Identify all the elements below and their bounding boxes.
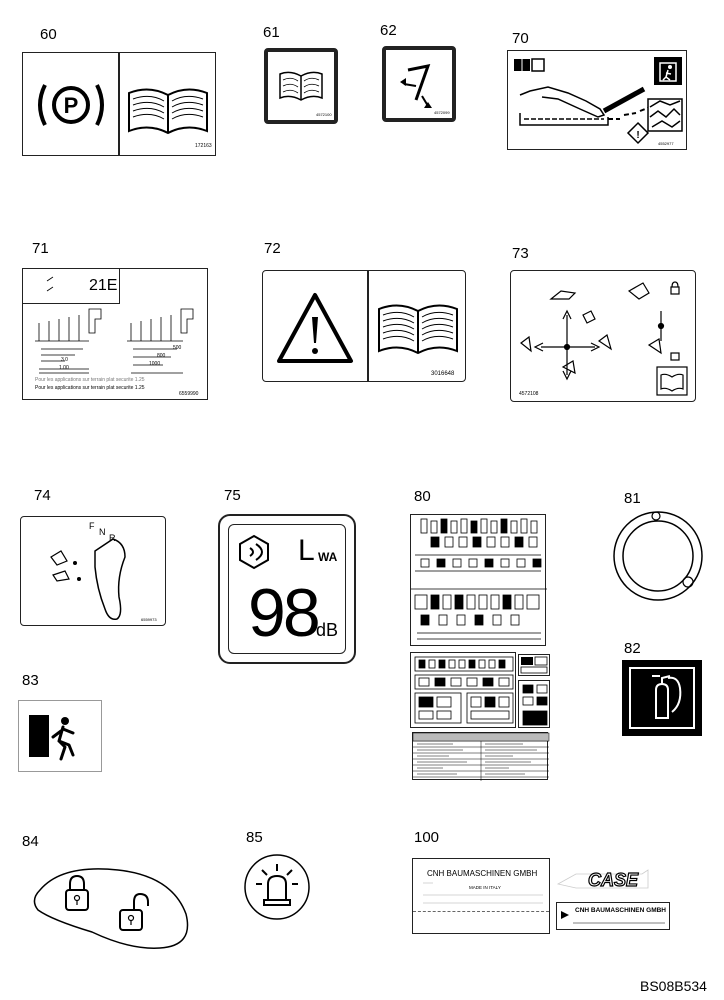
label-72-code: 3016648	[431, 371, 455, 377]
label-71-dim-1: 500	[173, 345, 182, 351]
label-number-70: 70	[512, 30, 529, 47]
label-71-dim-2: 800	[157, 353, 166, 359]
label-number-61: 61	[263, 24, 280, 41]
label-number-60: 60	[40, 26, 57, 43]
label-74-gear-n: N	[99, 527, 106, 537]
label-83-emergency-exit	[18, 700, 102, 772]
label-number-85: 85	[246, 829, 263, 846]
label-61-manual: 4572100	[264, 48, 338, 124]
label-75-noise-level: L WA 98 dB	[218, 514, 356, 664]
label-60-parking-brake: P 172163	[22, 52, 216, 156]
label-62-code: 4572099	[434, 110, 450, 115]
label-number-74: 74	[34, 487, 51, 504]
label-number-83: 83	[22, 672, 39, 689]
label-72-warning-manual: 3016648	[262, 270, 466, 382]
label-71-load-chart: 21E 500 800 1000 3.0 1.00 Pour les appli…	[22, 268, 208, 400]
label-71-code: 6559990	[179, 391, 199, 397]
label-number-75: 75	[224, 487, 241, 504]
label-73-controls: 4572108	[510, 270, 696, 402]
label-61-code: 4572100	[316, 112, 332, 117]
label-71-dim-5: 1.00	[59, 365, 69, 371]
label-number-80: 80	[414, 488, 431, 505]
beacon-icon	[256, 864, 298, 906]
label-80-fuse-chart-small	[518, 654, 550, 676]
label-number-100: 100	[414, 829, 440, 846]
label-84-lock-unlock	[33, 868, 189, 949]
label-100-made-in: MADE IN ITALY	[469, 885, 501, 890]
label-74-code: 6559973	[141, 617, 157, 622]
label-100-company2: CNH BAUMASCHINEN GMBH	[575, 907, 666, 914]
label-71-text-2: Pour les applications sur terrain plat s…	[35, 385, 145, 391]
label-71-model: 21E	[89, 277, 118, 294]
label-82-fire-extinguisher	[622, 660, 702, 736]
label-70-boom-danger: ! 4552977	[507, 50, 687, 150]
label-number-62: 62	[380, 22, 397, 39]
label-74-shift-lever: F N R 6559973	[20, 516, 166, 626]
label-100-brand: CASE	[587, 869, 639, 890]
unlock-icon	[119, 892, 149, 931]
label-71-dim-3: 1000	[149, 361, 161, 367]
label-number-72: 72	[264, 240, 281, 257]
label-73-code: 4572108	[519, 391, 539, 397]
lock-icon	[65, 874, 89, 911]
label-number-71: 71	[32, 240, 49, 257]
label-number-73: 73	[512, 245, 529, 262]
label-100-nameplate: CNH BAUMASCHINEN GMBH MADE IN ITALY	[412, 858, 550, 934]
label-80-fuse-chart-middle	[410, 652, 516, 728]
label-number-81: 81	[624, 490, 641, 507]
label-80-fuse-chart-side	[518, 680, 550, 728]
label-85-beacon	[244, 854, 310, 920]
label-100-company: CNH BAUMASCHINEN GMBH	[427, 869, 538, 878]
label-70-code: 4552977	[658, 141, 674, 146]
label-74-gear-f: F	[89, 521, 95, 531]
label-80-fuse-table	[412, 732, 550, 781]
label-number-84: 84	[22, 833, 39, 850]
label-62-rotation: 4572099	[382, 46, 456, 122]
label-75-symbol: L	[298, 534, 315, 567]
label-81-ring	[613, 511, 703, 601]
label-75-unit: dB	[316, 620, 339, 640]
label-80-fuse-chart-top	[410, 514, 547, 646]
svg-text:P: P	[64, 93, 79, 118]
label-74-gear-r: R	[109, 533, 116, 543]
label-60-code: 172163	[195, 143, 212, 149]
label-71-dim-4: 3.0	[61, 357, 68, 363]
drawing-id: BS08B534	[640, 978, 707, 994]
label-100-brand-plate: CASE	[556, 866, 652, 896]
label-71-text-1: Pour les applications sur terrain plat s…	[35, 377, 145, 383]
label-number-82: 82	[624, 640, 641, 657]
label-75-subscript: WA	[318, 550, 338, 564]
svg-text:!: !	[636, 130, 639, 141]
label-75-value: 98	[248, 575, 321, 651]
label-100-company-plate: CNH BAUMASCHINEN GMBH	[556, 902, 670, 930]
